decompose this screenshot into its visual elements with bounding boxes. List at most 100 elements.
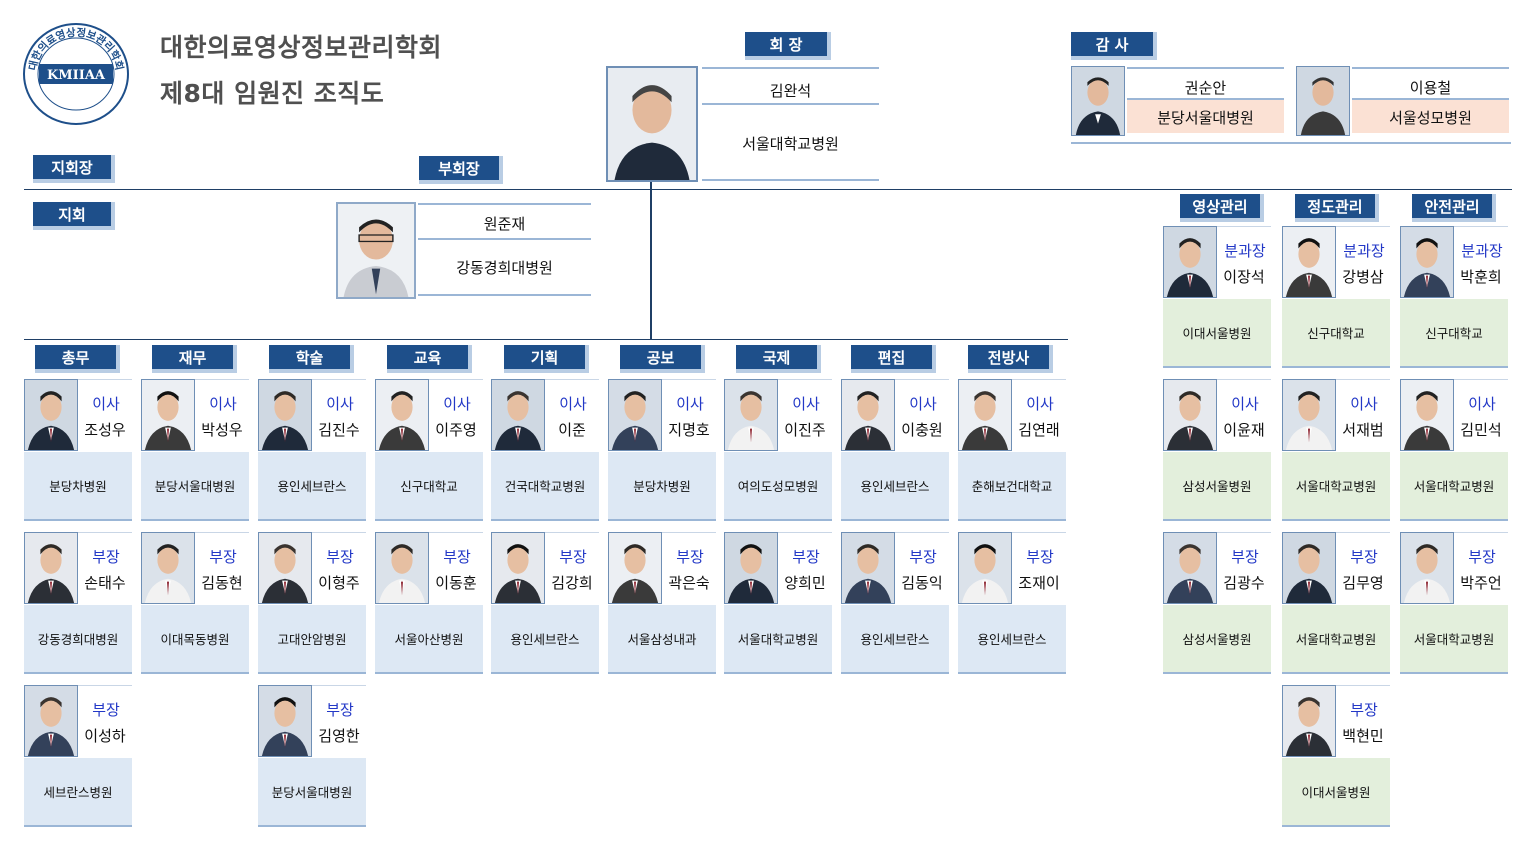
member-card: 이사 이진주 여의도성모병원 bbox=[724, 379, 832, 521]
member-role: 부장 bbox=[443, 548, 471, 566]
member-org: 분당서울대병원 bbox=[141, 452, 249, 521]
president-section-header: 회 장 bbox=[745, 32, 831, 60]
member-role: 부장 bbox=[1468, 548, 1496, 566]
auditor-photo bbox=[1296, 66, 1350, 136]
member-name: 이동훈 bbox=[435, 574, 477, 592]
member-role: 이사 bbox=[326, 395, 354, 413]
member-role: 이사 bbox=[1026, 395, 1054, 413]
member-card: 부장 이동훈 서울아산병원 bbox=[375, 532, 483, 674]
auditor-name: 이용철 bbox=[1409, 79, 1452, 97]
member-photo bbox=[724, 532, 778, 604]
auditor-section-header: 감 사 bbox=[1071, 32, 1157, 60]
member-name: 김동현 bbox=[201, 574, 243, 592]
member-card: 이사 지명호 분당차병원 bbox=[608, 379, 716, 521]
member-photo bbox=[24, 379, 78, 451]
member-org: 신구대학교 bbox=[1282, 299, 1390, 368]
department-header: 재무 bbox=[152, 345, 237, 373]
member-name: 김강희 bbox=[551, 574, 593, 592]
branch-section-header: 지회 bbox=[33, 202, 115, 230]
member-photo bbox=[24, 532, 78, 604]
member-name: 박주언 bbox=[1460, 574, 1502, 592]
member-org: 용인세브란스 bbox=[958, 605, 1066, 674]
member-role: 이사 bbox=[1468, 395, 1496, 413]
member-org: 서울대학교병원 bbox=[1400, 605, 1508, 674]
main-divider-line bbox=[24, 189, 1512, 190]
member-photo bbox=[958, 532, 1012, 604]
member-card: 분과장 박훈희 신구대학교 bbox=[1400, 226, 1508, 368]
auditor-org: 분당서울대병원 bbox=[1157, 109, 1254, 127]
member-org: 서울대학교병원 bbox=[1400, 452, 1508, 521]
president-name: 김완석 bbox=[769, 82, 812, 100]
department-header: 공보 bbox=[620, 345, 705, 373]
vice-president-section-header: 부회장 bbox=[419, 156, 503, 184]
member-card: 분과장 이장석 이대서울병원 bbox=[1163, 226, 1271, 368]
member-org: 용인세브란스 bbox=[841, 605, 949, 674]
member-photo bbox=[841, 532, 895, 604]
member-photo bbox=[608, 532, 662, 604]
member-card: 부장 곽은숙 서울삼성내과 bbox=[608, 532, 716, 674]
member-photo bbox=[608, 379, 662, 451]
member-card: 부장 김동익 용인세브란스 bbox=[841, 532, 949, 674]
member-card: 부장 손태수 강동경희대병원 bbox=[24, 532, 132, 674]
member-role: 분과장 bbox=[1461, 242, 1503, 260]
member-org: 분당차병원 bbox=[24, 452, 132, 521]
logo-abbr: KMIIAA bbox=[47, 68, 106, 83]
member-card: 이사 조성우 분당차병원 bbox=[24, 379, 132, 521]
member-card: 이사 김진수 용인세브란스 bbox=[258, 379, 366, 521]
department-header: 전방사 bbox=[968, 345, 1053, 373]
member-card: 부장 양희민 서울대학교병원 bbox=[724, 532, 832, 674]
member-name: 이윤재 bbox=[1223, 421, 1265, 439]
vice-president-photo bbox=[336, 202, 416, 299]
member-name: 김진수 bbox=[318, 421, 360, 439]
member-name: 이준 bbox=[558, 421, 586, 439]
member-name: 강병삼 bbox=[1342, 268, 1384, 286]
member-role: 부장 bbox=[326, 548, 354, 566]
member-photo bbox=[1163, 379, 1217, 451]
member-card: 부장 조재이 용인세브란스 bbox=[958, 532, 1066, 674]
committee-header: 안전관리 bbox=[1412, 194, 1496, 222]
member-org: 강동경희대병원 bbox=[24, 605, 132, 674]
department-header: 기획 bbox=[504, 345, 589, 373]
branch-chief-section-header: 지회장 bbox=[33, 155, 115, 183]
trunk-line bbox=[650, 180, 652, 340]
member-role: 이사 bbox=[792, 395, 820, 413]
member-org: 용인세브란스 bbox=[841, 452, 949, 521]
member-name: 이주영 bbox=[435, 421, 477, 439]
member-name: 이형주 bbox=[318, 574, 360, 592]
member-photo bbox=[1282, 532, 1336, 604]
member-photo bbox=[258, 379, 312, 451]
member-org: 서울대학교병원 bbox=[1282, 452, 1390, 521]
member-role: 부장 bbox=[1231, 548, 1259, 566]
member-role: 부장 bbox=[1350, 548, 1378, 566]
auditor-underline bbox=[1071, 142, 1511, 144]
member-org: 여의도성모병원 bbox=[724, 452, 832, 521]
member-role: 부장 bbox=[676, 548, 704, 566]
member-org: 삼성서울병원 bbox=[1163, 452, 1271, 521]
member-photo bbox=[1400, 532, 1454, 604]
member-card: 부장 이형주 고대안암병원 bbox=[258, 532, 366, 674]
member-role: 이사 bbox=[1350, 395, 1378, 413]
president-org: 서울대학교병원 bbox=[742, 135, 839, 153]
member-role: 부장 bbox=[1350, 701, 1378, 719]
member-photo bbox=[1400, 379, 1454, 451]
president-photo bbox=[606, 66, 698, 182]
member-org: 이대서울병원 bbox=[1282, 758, 1390, 827]
member-card: 분과장 강병삼 신구대학교 bbox=[1282, 226, 1390, 368]
member-name: 곽은숙 bbox=[668, 574, 710, 592]
member-card: 이사 김연래 춘해보건대학교 bbox=[958, 379, 1066, 521]
member-org: 서울대학교병원 bbox=[724, 605, 832, 674]
member-card: 부장 백현민 이대서울병원 bbox=[1282, 685, 1390, 827]
member-org: 삼성서울병원 bbox=[1163, 605, 1271, 674]
member-role: 부장 bbox=[209, 548, 237, 566]
member-role: 부장 bbox=[559, 548, 587, 566]
member-role: 이사 bbox=[443, 395, 471, 413]
member-card: 이사 이충원 용인세브란스 bbox=[841, 379, 949, 521]
member-role: 부장 bbox=[92, 701, 120, 719]
chart-title: 제8대 임원진 조직도 bbox=[160, 79, 385, 108]
member-org: 신구대학교 bbox=[1400, 299, 1508, 368]
member-name: 이충원 bbox=[901, 421, 943, 439]
member-name: 김민석 bbox=[1460, 421, 1502, 439]
member-org: 서울대학교병원 bbox=[1282, 605, 1390, 674]
member-card: 부장 김강희 용인세브란스 bbox=[491, 532, 599, 674]
member-role: 분과장 bbox=[1224, 242, 1266, 260]
